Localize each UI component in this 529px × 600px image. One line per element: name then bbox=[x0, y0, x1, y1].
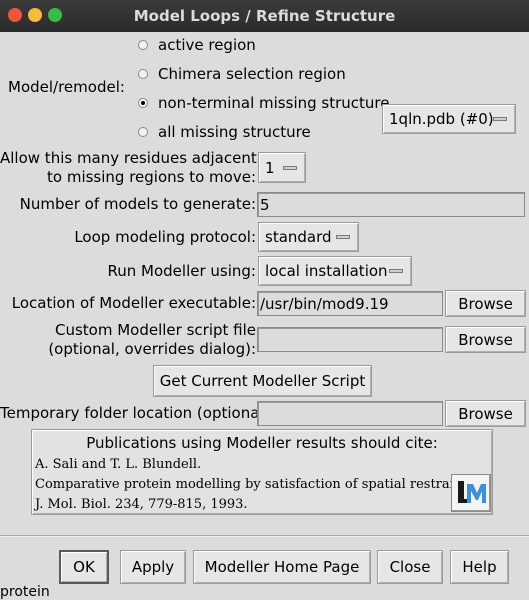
dialog-button-bar: OK Apply Modeller Home Page Close Help bbox=[57, 545, 511, 587]
radio-active-region[interactable]: active region bbox=[138, 34, 256, 56]
menu-indicator-icon bbox=[336, 235, 350, 239]
temp-folder-field[interactable] bbox=[257, 401, 443, 426]
menu-indicator-icon bbox=[283, 165, 297, 170]
close-window-button[interactable] bbox=[8, 8, 22, 22]
apply-button[interactable]: Apply bbox=[120, 550, 186, 584]
num-models-field[interactable]: 5 bbox=[257, 192, 525, 217]
radio-label: active region bbox=[158, 36, 256, 54]
protocol-menu[interactable]: standard bbox=[258, 222, 359, 252]
protocol-value: standard bbox=[265, 228, 332, 246]
run-using-menu[interactable]: local installation bbox=[258, 256, 412, 286]
minimize-window-button[interactable] bbox=[28, 8, 42, 22]
executable-label: Location of Modeller executable: bbox=[11, 294, 256, 312]
model-select-menu[interactable]: 1qln.pdb (#0) bbox=[382, 104, 516, 134]
title-bar[interactable]: Model Loops / Refine Structure bbox=[0, 0, 529, 32]
help-button[interactable]: Help bbox=[450, 550, 509, 584]
menu-indicator-icon bbox=[493, 117, 507, 121]
citation-heading: Publications using Modeller results shou… bbox=[86, 434, 438, 452]
adjacent-residues-menu[interactable]: 1 bbox=[258, 152, 306, 183]
radio-indicator[interactable] bbox=[138, 69, 148, 79]
close-button[interactable]: Close bbox=[377, 550, 443, 584]
citation-box: Publications using Modeller results shou… bbox=[31, 429, 493, 515]
adjacent-label-line1: Allow this many residues adjacent bbox=[0, 149, 257, 167]
custom-script-field[interactable] bbox=[257, 327, 443, 352]
citation-title: Comparative protein modelling by satisfa… bbox=[35, 477, 479, 492]
executable-path-field[interactable]: /usr/bin/mod9.19 bbox=[257, 291, 443, 316]
citation-authors: A. Sali and T. L. Blundell. bbox=[35, 457, 202, 472]
menu-indicator-icon bbox=[389, 269, 403, 273]
executable-browse-button[interactable]: Browse bbox=[445, 290, 526, 317]
window-title: Model Loops / Refine Structure bbox=[133, 7, 396, 25]
modeller-logo-icon bbox=[451, 474, 491, 512]
radio-label: Chimera selection region bbox=[158, 65, 346, 83]
custom-script-label-line1: Custom Modeller script file bbox=[54, 321, 256, 339]
citation-journal: J. Mol. Biol. 234, 779-815, 1993. bbox=[35, 497, 248, 512]
model-remodel-label: Model/remodel: bbox=[8, 78, 125, 96]
get-current-script-button[interactable]: Get Current Modeller Script bbox=[153, 365, 372, 397]
modeller-home-page-button[interactable]: Modeller Home Page bbox=[193, 550, 371, 584]
custom-script-label-line2: (optional, overrides dialog): bbox=[48, 340, 256, 358]
adjacent-label-line2: to missing regions to move: bbox=[47, 168, 256, 186]
custom-script-label: Custom Modeller script file (optional, o… bbox=[0, 321, 256, 359]
radio-non-terminal-missing[interactable]: non-terminal missing structure bbox=[138, 92, 389, 114]
radio-chimera-selection[interactable]: Chimera selection region bbox=[138, 63, 346, 85]
num-models-label: Number of models to generate: bbox=[19, 195, 256, 213]
background-cutoff-text: protein bbox=[0, 584, 50, 600]
run-using-label: Run Modeller using: bbox=[107, 262, 256, 280]
maximize-window-button[interactable] bbox=[48, 8, 62, 22]
radio-all-missing[interactable]: all missing structure bbox=[138, 121, 311, 143]
temp-folder-browse-button[interactable]: Browse bbox=[445, 400, 526, 427]
temp-folder-label: Temporary folder location (optional): bbox=[0, 404, 275, 422]
protocol-label: Loop modeling protocol: bbox=[74, 228, 256, 246]
radio-indicator[interactable] bbox=[138, 40, 148, 50]
adjacent-residues-label: Allow this many residues adjacent to mis… bbox=[0, 149, 257, 187]
radio-indicator-selected[interactable] bbox=[138, 98, 148, 108]
ok-button[interactable]: OK bbox=[59, 550, 109, 584]
adjacent-residues-value: 1 bbox=[265, 158, 275, 177]
run-using-value: local installation bbox=[265, 262, 388, 280]
radio-label: non-terminal missing structure bbox=[158, 94, 390, 112]
radio-label: all missing structure bbox=[158, 123, 311, 141]
separator bbox=[0, 535, 529, 537]
custom-script-browse-button[interactable]: Browse bbox=[445, 326, 526, 353]
model-select-value: 1qln.pdb (#0) bbox=[389, 110, 494, 128]
radio-indicator[interactable] bbox=[138, 127, 148, 137]
